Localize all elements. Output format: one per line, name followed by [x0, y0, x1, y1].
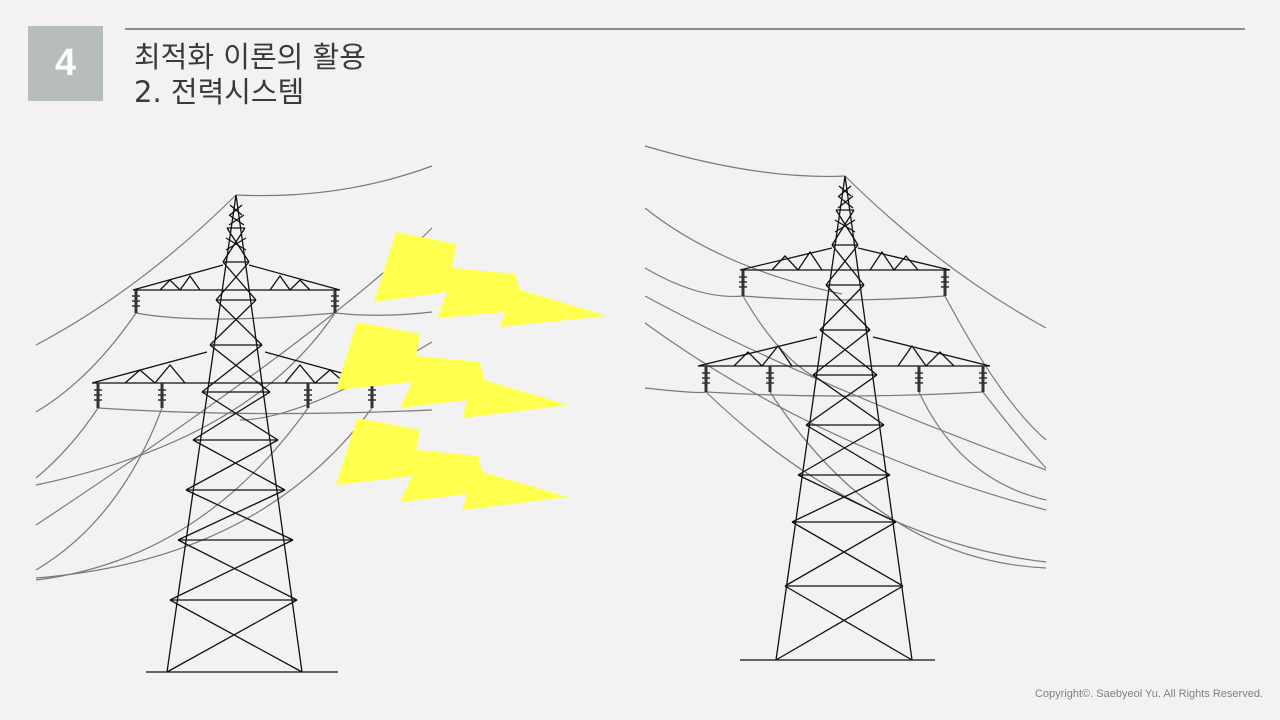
- insulator-discs-left: [94, 295, 376, 401]
- power-tower-left-illustration: [35, 165, 607, 673]
- header-divider: [125, 28, 1245, 30]
- power-lines-right: [644, 145, 1047, 569]
- power-tower-right-illustration: [644, 145, 1047, 661]
- lightning-bolt-middle: [336, 322, 568, 418]
- copyright-notice: Copyright©. Saebyeol Yu. All Rights Rese…: [1034, 688, 1263, 700]
- insulator-discs-right: [702, 276, 987, 384]
- tower-structure-left: [91, 194, 379, 673]
- insulators-right: [704, 270, 985, 392]
- slide-title: 최적화 이론의 활용: [134, 40, 366, 74]
- lightning-bolt-bottom: [336, 418, 568, 510]
- tower-structure-right: [697, 175, 991, 661]
- lightning-bolts: [336, 232, 607, 510]
- slide-subtitle: 2. 전력시스템: [134, 75, 305, 109]
- section-number-badge: 4: [28, 26, 103, 101]
- lightning-bolt-top: [374, 232, 607, 327]
- insulators-left: [96, 290, 374, 408]
